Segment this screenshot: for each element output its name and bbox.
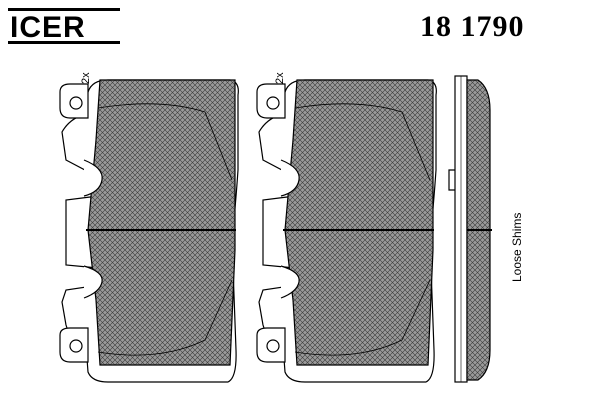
logo-wordmark: ICER	[10, 11, 86, 44]
quantity-label-left: 2x	[80, 72, 92, 84]
brake-pad-right	[256, 79, 437, 383]
icer-logo: ICER	[6, 4, 126, 48]
part-number: 18 1790	[420, 10, 525, 43]
brake-pad-side-view	[448, 75, 492, 383]
quantity-label-right: 2x	[274, 72, 286, 84]
brake-pad-left	[59, 79, 239, 383]
loose-shims-note: Loose Shims	[510, 212, 524, 282]
icer-logo-graphic: ICER	[8, 8, 120, 44]
friction-material-right	[284, 79, 434, 366]
